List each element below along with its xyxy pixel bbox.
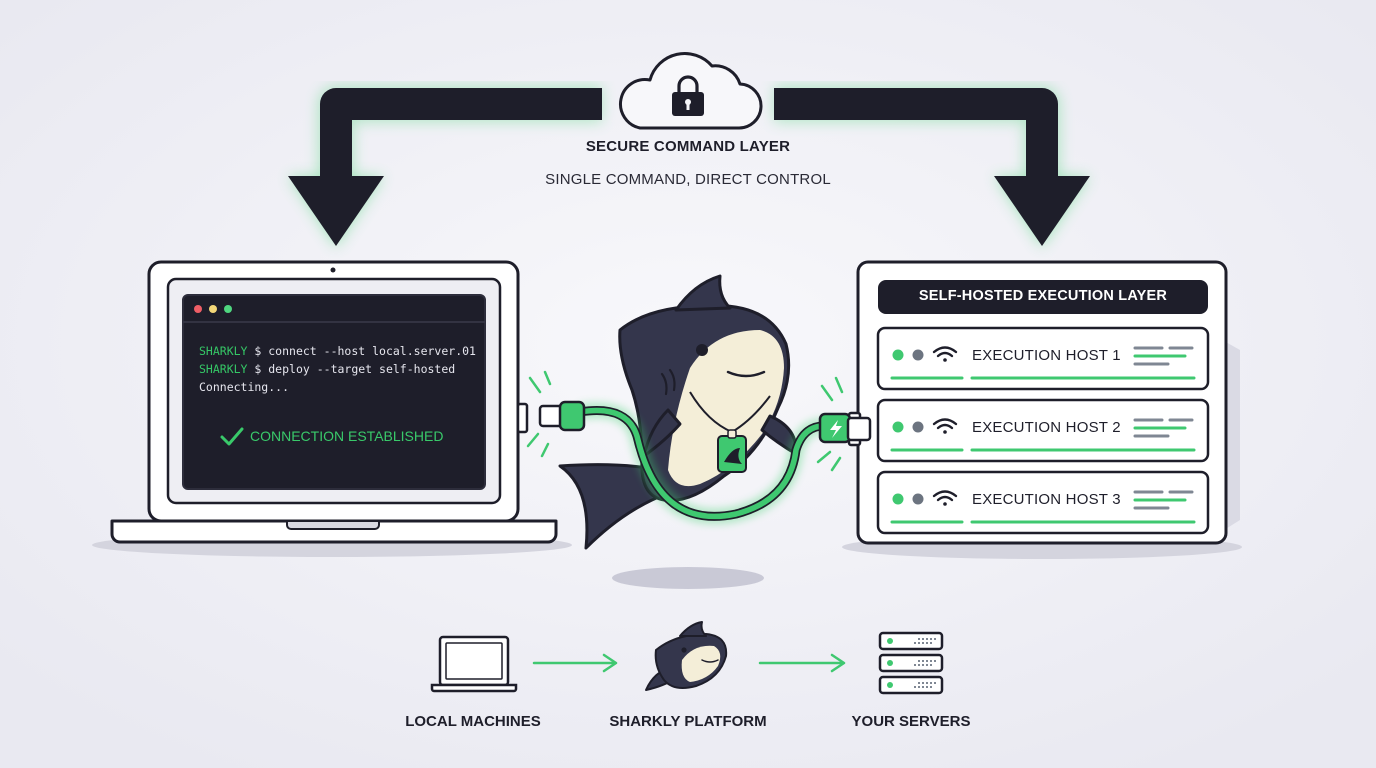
terminal-window	[182, 294, 486, 490]
bolt-icon	[830, 420, 842, 438]
terminal-prompt: SHARKLY	[199, 362, 248, 376]
terminal-close-dot	[194, 305, 202, 313]
flow-step-sharkly-platform: SHARKLY PLATFORM	[609, 713, 767, 730]
server-rack	[842, 260, 1242, 559]
terminal-line-2: SHARKLY $ deploy --target self-hosted	[199, 362, 455, 376]
flow-shark-icon	[645, 621, 728, 691]
laptop-usb-port	[516, 402, 529, 434]
terminal-prompt: SHARKLY	[199, 344, 248, 358]
left-command-arrow	[288, 86, 602, 248]
wifi-icon	[932, 490, 958, 506]
checkmark-icon	[220, 427, 244, 446]
host-panel-1	[876, 326, 1210, 391]
flow-arrow-1	[532, 653, 618, 673]
shark-mascot	[558, 274, 798, 589]
terminal-line-1: SHARKLY $ connect --host local.server.01	[199, 344, 476, 358]
webcam	[330, 267, 336, 273]
terminal-minimize-dot	[209, 305, 217, 313]
command-layer-subtitle: SINGLE COMMAND, DIRECT CONTROL	[545, 171, 831, 188]
flow-step-local-machines: LOCAL MACHINES	[405, 713, 541, 730]
command-layer-title: SECURE COMMAND LAYER	[585, 138, 791, 155]
connection-status: CONNECTION ESTABLISHED	[250, 428, 444, 444]
flow-server-icon	[878, 631, 944, 695]
connection-cable	[578, 402, 829, 525]
left-usb-plug	[526, 370, 586, 458]
execution-layer-banner	[878, 280, 1208, 314]
terminal-maximize-dot	[224, 305, 232, 313]
right-usb-plug	[816, 376, 872, 472]
execution-host-1-label: EXECUTION HOST 1	[972, 347, 1121, 364]
laptop-base	[110, 519, 558, 544]
cloud-lock-icon	[619, 52, 763, 130]
terminal-command: $ deploy --target self-hosted	[254, 362, 456, 376]
wifi-icon	[932, 418, 958, 434]
host-panel-3	[876, 470, 1210, 535]
execution-host-2-label: EXECUTION HOST 2	[972, 419, 1121, 436]
terminal-command: $ connect --host local.server.01	[254, 344, 476, 358]
right-command-arrow	[774, 86, 1090, 248]
host-panel-2	[876, 398, 1210, 463]
flow-arrow-2	[758, 653, 846, 673]
laptop	[92, 260, 572, 557]
execution-layer-title: SELF-HOSTED EXECUTION LAYER	[918, 288, 1168, 304]
flow-laptop-icon	[430, 635, 518, 693]
flow-step-your-servers: YOUR SERVERS	[851, 713, 971, 730]
terminal-line-3: Connecting...	[199, 380, 289, 394]
terminal-output: Connecting...	[199, 380, 290, 394]
wifi-icon	[932, 346, 958, 362]
execution-host-3-label: EXECUTION HOST 3	[972, 491, 1121, 508]
